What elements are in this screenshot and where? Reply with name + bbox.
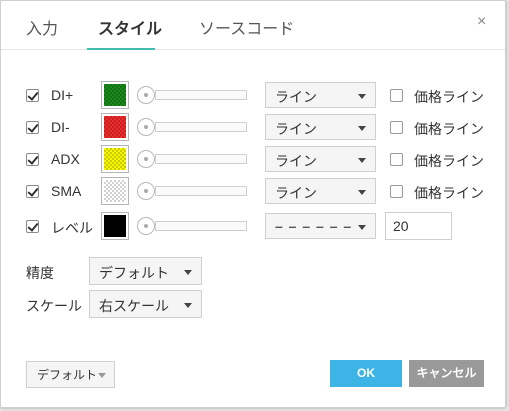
defaults-dropdown-button[interactable]: デフォルト [26,361,115,388]
chevron-down-icon [358,225,366,230]
plot-style-select[interactable]: ライン [265,82,376,108]
plot-row-di-minus: DI- ライン 価格ライン [1,113,505,141]
plot-style-value: ライン [275,89,317,105]
thickness-slider[interactable] [137,118,247,136]
slider-knob[interactable] [137,86,155,104]
plot-row-sma: SMA ライン 価格ライン [1,177,505,205]
level-visible-checkbox[interactable] [26,220,39,233]
price-line-checkbox[interactable] [390,89,403,102]
plot-style-select[interactable]: ライン [265,114,376,140]
precision-label: 精度 [26,265,54,281]
price-line-checkbox[interactable] [390,153,403,166]
color-fill [104,84,126,106]
cancel-button[interactable]: キャンセル [409,360,484,387]
line-style-value: – – – – – – [275,218,353,234]
chevron-down-icon [184,303,192,308]
ok-button[interactable]: OK [330,360,402,387]
price-line-checkbox[interactable] [390,185,403,198]
plot-row-adx: ADX ライン 価格ライン [1,145,505,173]
active-tab-indicator [87,48,155,50]
color-swatch[interactable] [101,81,129,109]
plot-style-value: ライン [275,153,317,169]
slider-track[interactable] [155,154,247,164]
thickness-slider[interactable] [137,86,247,104]
color-fill [104,215,126,237]
color-fill [104,116,126,138]
chevron-down-icon [98,373,106,378]
slider-knob[interactable] [137,182,155,200]
thickness-slider[interactable] [137,182,247,200]
color-swatch[interactable] [101,145,129,173]
price-line-checkbox[interactable] [390,121,403,134]
plot-style-value: ライン [275,121,317,137]
plot-visible-checkbox[interactable] [26,89,39,102]
color-swatch[interactable] [101,113,129,141]
close-icon[interactable]: × [477,13,487,30]
slider-track[interactable] [155,221,247,231]
color-fill [104,180,126,202]
chevron-down-icon [358,190,366,195]
slider-knob[interactable] [137,118,155,136]
slider-track[interactable] [155,122,247,132]
plot-style-value: ライン [275,185,317,201]
precision-select[interactable]: デフォルト [89,257,202,285]
price-line-label: 価格ライン [414,121,484,137]
plot-label: DI+ [51,87,74,103]
chevron-down-icon [358,158,366,163]
price-line-label: 価格ライン [414,153,484,169]
tab-source-code[interactable]: ソースコード [199,21,295,38]
plot-style-select[interactable]: ライン [265,146,376,172]
defaults-label: デフォルト [37,368,98,382]
plot-label: SMA [51,183,82,199]
plot-visible-checkbox[interactable] [26,185,39,198]
color-swatch[interactable] [101,177,129,205]
scale-value: 右スケール [99,298,169,314]
level-label: レベル [51,220,93,236]
color-fill [104,148,126,170]
plot-visible-checkbox[interactable] [26,121,39,134]
scale-select[interactable]: 右スケール [89,290,202,318]
precision-value: デフォルト [99,265,169,281]
level-line-style-select[interactable]: – – – – – – [265,213,376,239]
price-line-label: 価格ライン [414,89,484,105]
price-line-label: 価格ライン [414,185,484,201]
level-value-input[interactable]: 20 [385,212,452,240]
scale-label: スケール [26,298,82,314]
level-color-swatch[interactable] [101,212,129,240]
tab-bar: 入力 スタイル ソースコード × [1,1,505,50]
plot-label: DI- [51,119,70,135]
chevron-down-icon [358,126,366,131]
tab-style[interactable]: スタイル [98,21,163,38]
thickness-slider[interactable] [137,150,247,168]
plot-visible-checkbox[interactable] [26,153,39,166]
chevron-down-icon [184,270,192,275]
level-row: レベル – – – – – – 20 [1,212,505,240]
tab-inputs[interactable]: 入力 [26,21,59,38]
slider-track[interactable] [155,90,247,100]
plot-label: ADX [51,151,80,167]
plot-style-select[interactable]: ライン [265,178,376,204]
level-thickness-slider[interactable] [137,217,247,235]
slider-knob[interactable] [137,217,155,235]
plot-row-di-plus: DI+ ライン 価格ライン [1,81,505,109]
slider-track[interactable] [155,186,247,196]
chevron-down-icon [358,94,366,99]
slider-knob[interactable] [137,150,155,168]
